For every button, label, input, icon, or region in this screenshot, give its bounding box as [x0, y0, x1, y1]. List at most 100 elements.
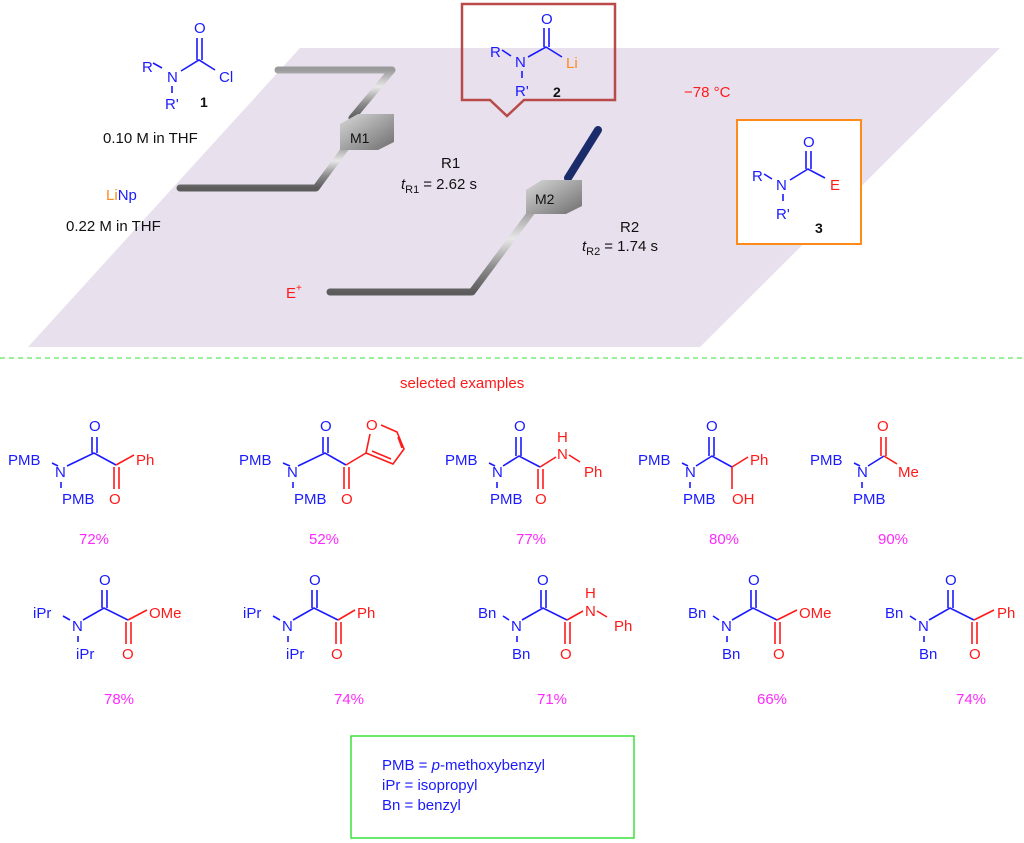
svg-text:Bn: Bn [885, 605, 903, 622]
examples-title: selected examples [400, 375, 524, 392]
reactor-r2-time: tR2= 1.74 s [582, 238, 658, 258]
example-9: Bn N Bn O O OMe 66% [688, 572, 832, 708]
reagent-1-concentration: 0.10 M in THF [103, 130, 198, 147]
example-4-yield: 80% [709, 531, 739, 548]
svg-text:R': R' [165, 96, 179, 113]
linp-concentration: 0.22 M in THF [66, 218, 161, 235]
svg-text:PMB: PMB [62, 491, 95, 508]
example-5-yield: 90% [878, 531, 908, 548]
svg-text:Cl: Cl [219, 69, 233, 86]
svg-text:Ph: Ph [357, 605, 375, 622]
example-6-yield: 78% [104, 691, 134, 708]
svg-text:iPr: iPr [76, 646, 94, 663]
svg-text:O: O [560, 646, 572, 663]
svg-text:O: O [99, 572, 111, 589]
svg-text:O: O [89, 418, 101, 435]
svg-text:Me: Me [898, 464, 919, 481]
reactor-r1-tube-down [564, 126, 602, 182]
flow-tubing [176, 66, 728, 296]
compound-2-label: 2 [553, 84, 561, 100]
svg-text:O: O [803, 134, 815, 151]
example-7-yield: 74% [334, 691, 364, 708]
svg-text:PMB: PMB [8, 452, 41, 469]
svg-text:O: O [945, 572, 957, 589]
example-2: PMB N PMB O O O 52% [239, 417, 405, 548]
svg-text:N: N [557, 446, 568, 463]
svg-text:O: O [122, 646, 134, 663]
svg-text:O: O [366, 417, 378, 434]
example-3-yield: 77% [516, 531, 546, 548]
product-3-structure: R N O E R' 3 [752, 134, 840, 236]
svg-text:OMe: OMe [799, 605, 832, 622]
svg-text:Ph: Ph [136, 452, 154, 469]
svg-text:Li: Li [566, 55, 578, 72]
svg-text:N: N [776, 177, 787, 194]
mixer-m1 [340, 114, 394, 150]
svg-text:N: N [511, 618, 522, 635]
svg-text:R: R [490, 44, 501, 61]
example-10-yield: 74% [956, 691, 986, 708]
compound-3-label: 3 [815, 220, 823, 236]
electrophile-line [326, 206, 537, 296]
svg-text:PMB: PMB [490, 491, 523, 508]
svg-text:N: N [287, 464, 298, 481]
svg-text:N: N [585, 603, 596, 620]
svg-text:O: O [748, 572, 760, 589]
example-3: PMB N PMB O O H N Ph 77% [445, 418, 602, 548]
svg-text:O: O [109, 491, 121, 508]
svg-text:Bn: Bn [478, 605, 496, 622]
feed-line-1 [274, 66, 396, 122]
svg-text:OMe: OMe [149, 605, 182, 622]
example-4: PMB N PMB O OH Ph 80% [638, 418, 768, 548]
furan-ring: O [365, 417, 405, 465]
example-10: Bn N Bn O O Ph 74% [885, 572, 1015, 708]
svg-text:N: N [721, 618, 732, 635]
svg-text:O: O [541, 11, 553, 28]
svg-text:N: N [72, 618, 83, 635]
mixer-m1-label: M1 [350, 130, 370, 146]
svg-text:Bn: Bn [722, 646, 740, 663]
example-6: iPr N iPr O O OMe 78% [33, 572, 182, 708]
reactor-r2-name: R2 [620, 219, 639, 236]
svg-text:N: N [515, 54, 526, 71]
example-8: Bn N Bn O O H N Ph 71% [478, 572, 632, 708]
example-1-yield: 72% [79, 531, 109, 548]
svg-text:PMB: PMB [294, 491, 327, 508]
svg-text:N: N [918, 618, 929, 635]
example-2-yield: 52% [309, 531, 339, 548]
svg-text:O: O [331, 646, 343, 663]
reactor-r1-time: tR1= 2.62 s [401, 176, 477, 196]
svg-text:Bn: Bn [919, 646, 937, 663]
svg-text:R': R' [515, 83, 529, 100]
svg-text:O: O [537, 572, 549, 589]
svg-text:Bn: Bn [512, 646, 530, 663]
svg-text:N: N [857, 464, 868, 481]
example-7: iPr N iPr O O Ph 74% [243, 572, 375, 708]
svg-text:N: N [167, 69, 178, 86]
svg-text:N: N [55, 464, 66, 481]
svg-text:H: H [585, 585, 596, 602]
svg-text:iPr: iPr [33, 605, 51, 622]
svg-text:Ph: Ph [997, 605, 1015, 622]
linp-label: LiNp [106, 187, 137, 204]
svg-text:PMB: PMB [853, 491, 886, 508]
svg-text:H: H [557, 429, 568, 446]
svg-text:OH: OH [732, 491, 755, 508]
svg-text:O: O [877, 418, 889, 435]
svg-text:iPr: iPr [286, 646, 304, 663]
svg-text:iPr: iPr [243, 605, 261, 622]
svg-text:O: O [194, 20, 206, 37]
mixer-m2 [526, 180, 582, 214]
example-8-yield: 71% [537, 691, 567, 708]
svg-text:PMB: PMB [810, 452, 843, 469]
legend-line-ipr: iPr = isopropyl [382, 777, 477, 794]
svg-text:PMB: PMB [445, 452, 478, 469]
svg-text:PMB: PMB [239, 452, 272, 469]
electrophile-label: E+ [286, 283, 302, 302]
product-box [736, 119, 862, 245]
svg-text:O: O [341, 491, 353, 508]
svg-text:N: N [282, 618, 293, 635]
example-9-yield: 66% [757, 691, 787, 708]
svg-text:PMB: PMB [638, 452, 671, 469]
svg-text:R: R [752, 168, 763, 185]
